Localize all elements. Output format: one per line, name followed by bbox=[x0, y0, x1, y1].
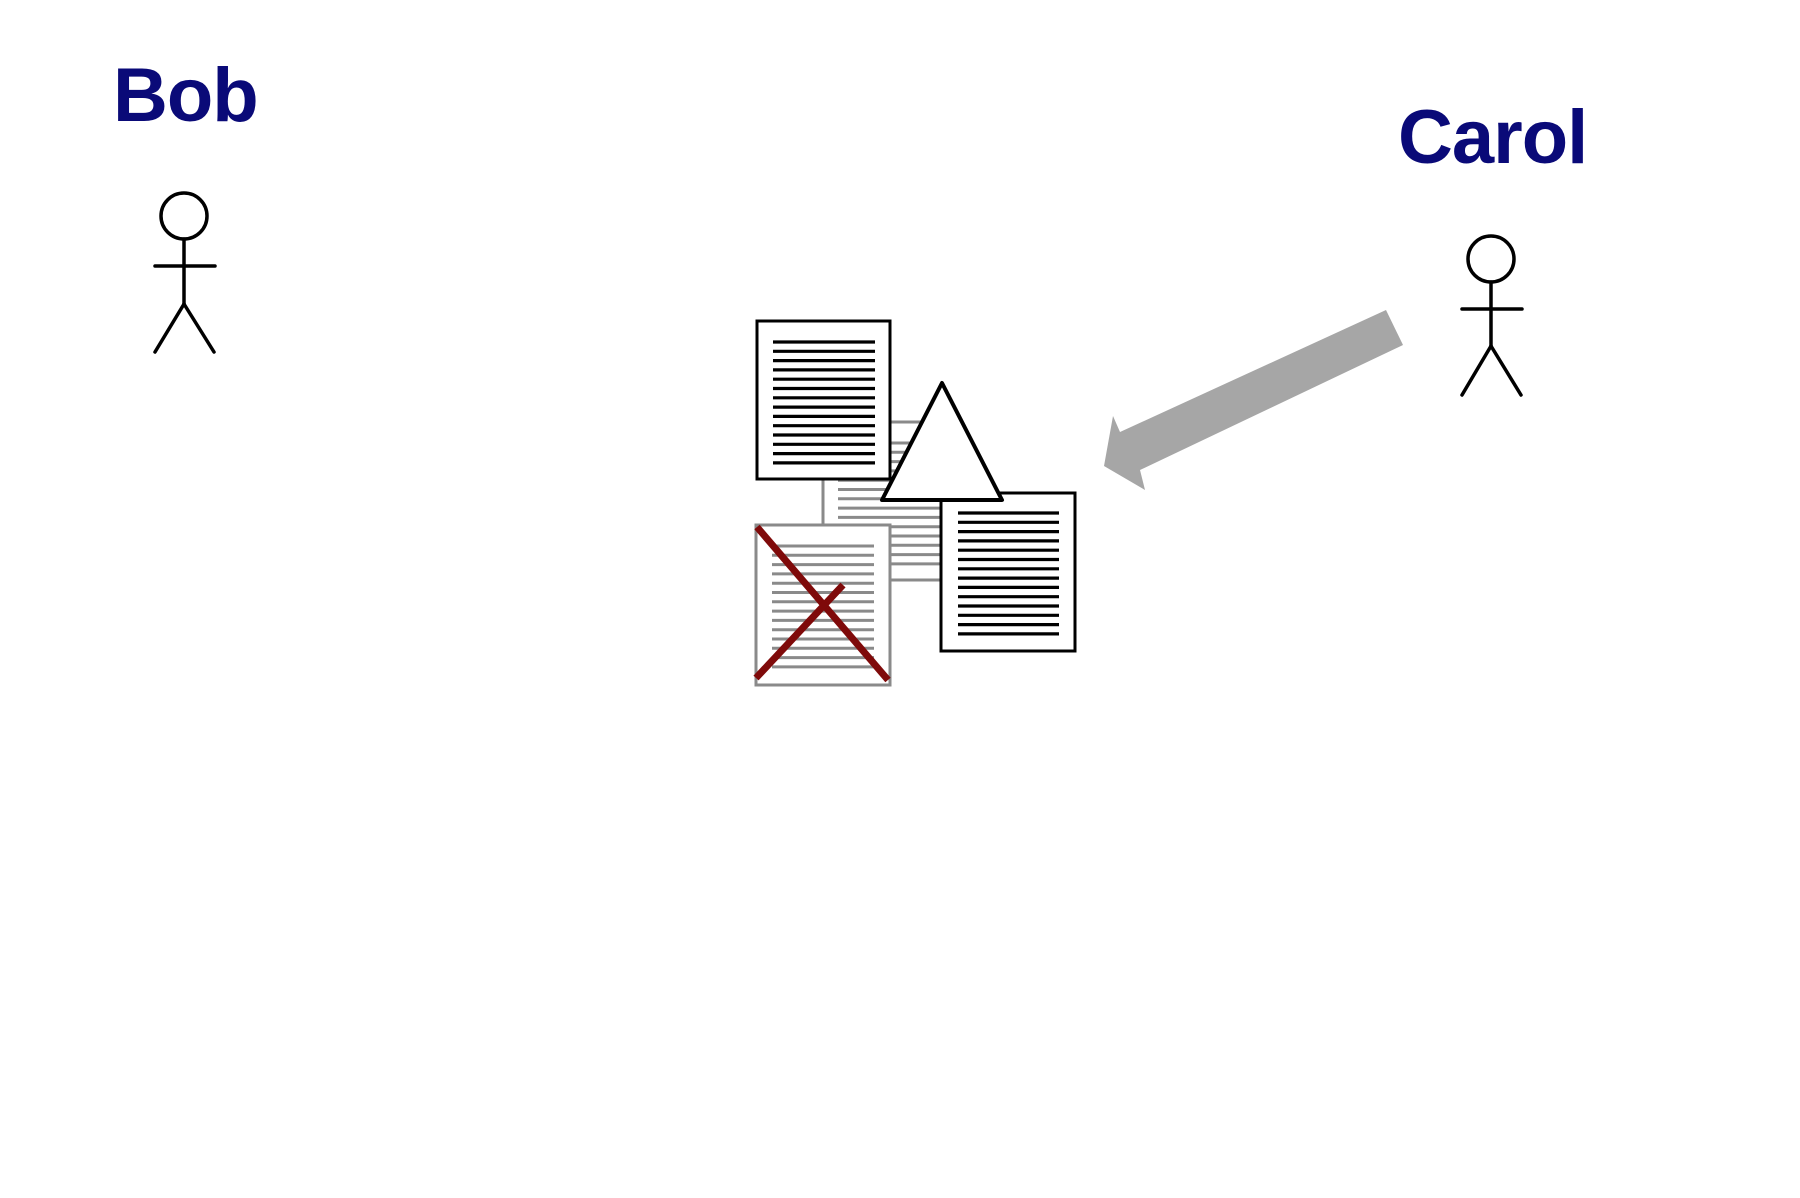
bob-person-icon bbox=[153, 191, 217, 354]
carol-label: Carol bbox=[1398, 95, 1588, 180]
carol-person-icon bbox=[1460, 234, 1524, 397]
document-icon bbox=[939, 491, 1077, 653]
cross-mark-icon bbox=[753, 524, 891, 683]
triangle-icon bbox=[880, 381, 1004, 502]
bob-label: Bob bbox=[113, 53, 259, 138]
arrow-icon bbox=[1104, 310, 1403, 490]
document-icon bbox=[755, 319, 892, 481]
